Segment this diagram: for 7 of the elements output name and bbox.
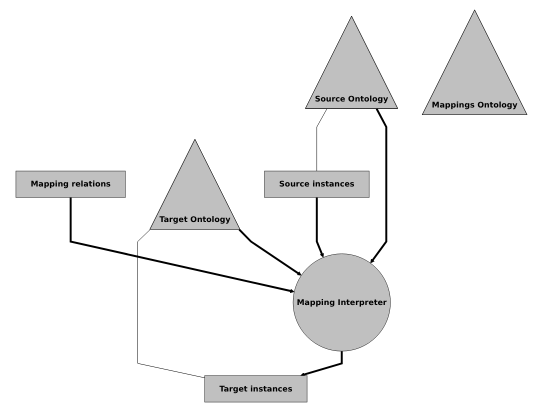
connector xyxy=(136,228,204,378)
arrow xyxy=(315,196,324,258)
connector xyxy=(316,108,327,171)
arrow xyxy=(370,108,387,263)
arrow xyxy=(238,228,302,276)
arrow xyxy=(69,196,294,293)
arrow xyxy=(300,350,342,376)
